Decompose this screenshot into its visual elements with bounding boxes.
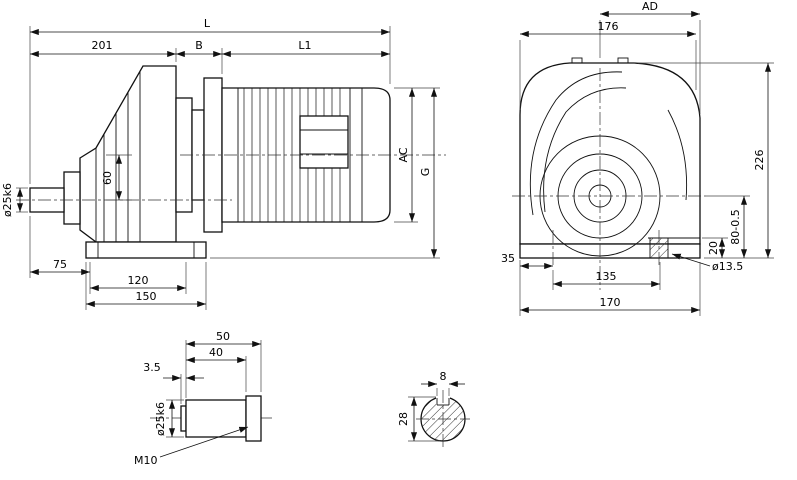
top-lug xyxy=(571,57,583,64)
dim-L1: L1 xyxy=(298,39,311,52)
dim-201: 201 xyxy=(92,39,113,52)
shaft-end-cap xyxy=(245,395,262,442)
mounting-base xyxy=(85,241,207,259)
dim-shaft-diameter: ø25k6 xyxy=(1,183,14,217)
base-front xyxy=(519,243,701,259)
dim-120: 120 xyxy=(128,274,149,287)
housing-front-outline xyxy=(519,62,701,245)
shaft-detail-dimensions: 50 40 3.5 ø25k6 M10 xyxy=(134,330,262,467)
shaft-hub xyxy=(63,171,81,225)
dim-176: 176 xyxy=(598,20,619,33)
shaft-body xyxy=(185,399,247,438)
dim-B: B xyxy=(195,39,203,52)
dim-35: 35 xyxy=(501,252,515,265)
dim-hole-diameter: ø13.5 xyxy=(712,260,743,273)
dim-75: 75 xyxy=(53,258,67,271)
dim-AC: AC xyxy=(397,147,410,162)
dim-135: 135 xyxy=(596,270,617,283)
dim-40: 40 xyxy=(209,346,223,359)
dim-20: 20 xyxy=(707,241,720,255)
dim-L: L xyxy=(204,17,211,30)
casting-contour xyxy=(529,71,623,216)
terminal-box xyxy=(299,115,349,169)
dim-AD: AD xyxy=(642,0,658,13)
casting-contour-right xyxy=(667,109,688,201)
dim-shaft-diameter-detail: ø25k6 xyxy=(154,402,167,436)
dim-80: 80-0.5 xyxy=(729,209,742,244)
casting-contour-inner xyxy=(543,87,627,213)
shaft-step xyxy=(180,405,187,432)
front-view: AD 176 226 80-0.5 20 ø13.5 35 135 xyxy=(501,0,774,316)
dim-60: 60 xyxy=(101,171,114,185)
dim-thread: M10 xyxy=(134,454,158,467)
key-section-dimensions: 8 28 xyxy=(397,370,465,442)
dim-8: 8 xyxy=(440,370,447,383)
top-lug-2 xyxy=(617,57,629,64)
dim-50: 50 xyxy=(216,330,230,343)
front-view-dimensions: AD 176 226 80-0.5 20 ø13.5 35 135 xyxy=(501,0,774,316)
key-section: 8 28 xyxy=(397,370,470,448)
dim-28: 28 xyxy=(397,412,410,426)
side-view: L 201 B L1 ø25k6 60 AC G xyxy=(1,17,446,310)
dim-226: 226 xyxy=(753,150,766,171)
dim-3-5: 3.5 xyxy=(143,361,161,374)
dim-170: 170 xyxy=(600,296,621,309)
dim-G: G xyxy=(419,168,432,177)
dim-150: 150 xyxy=(136,290,157,303)
shaft-detail: 50 40 3.5 ø25k6 M10 xyxy=(134,330,272,467)
side-view-dimensions: L 201 B L1 ø25k6 60 AC G xyxy=(1,17,440,310)
